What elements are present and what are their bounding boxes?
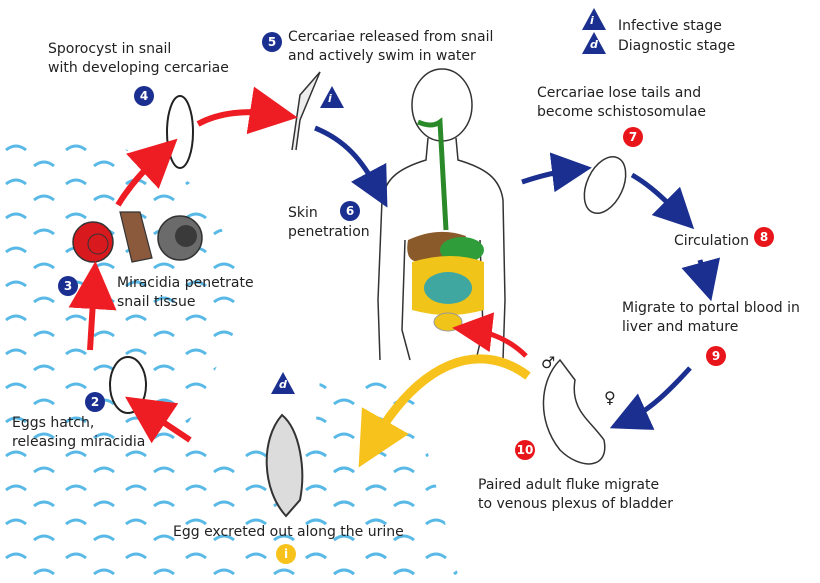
- diagnostic-stage-marker-egg: d: [271, 372, 295, 394]
- step-5-label-line2: and actively swim in water: [288, 48, 476, 64]
- legend-diagnostic-label: Diagnostic stage: [618, 38, 736, 54]
- step-3-badge: 3: [58, 276, 78, 296]
- female-symbol: ♀: [604, 388, 616, 407]
- step-2-label-line2: releasing miracidia: [12, 434, 146, 450]
- step-5-badge: 5: [262, 32, 282, 52]
- step-6-badge: 6: [340, 201, 360, 221]
- step-8-label: Circulation: [674, 233, 749, 249]
- step-2-badge: 2: [85, 392, 105, 412]
- sporocyst-illustration: [166, 95, 194, 169]
- egg-illustration: [265, 413, 304, 518]
- miracidium-illustration: [109, 356, 147, 414]
- step-1-label: Egg excreted out along the urine: [173, 524, 404, 540]
- step-4-label-line1: Sporocyst in snail: [48, 41, 172, 57]
- step-7-badge: 7: [623, 127, 643, 147]
- step-4-label-line2: with developing cercariae: [48, 60, 229, 76]
- step-5-label-line1: Cercariae released from snail: [288, 29, 494, 45]
- step-3-label-line2: snail tissue: [117, 294, 196, 310]
- step-7-label-line2: become schistosomulae: [537, 104, 707, 120]
- diagnostic-stage-symbol: d: [582, 32, 606, 54]
- step-8-badge: 8: [754, 227, 774, 247]
- step-1-badge: i: [276, 544, 296, 564]
- legend-infective-label: Infective stage: [618, 18, 722, 34]
- step-10-label-line1: Paired adult fluke migrate: [478, 477, 660, 493]
- water-waves: [0, 133, 460, 583]
- step-7-label-line1: Cercariae lose tails and: [537, 85, 702, 101]
- step-9-label-line2: liver and mature: [622, 319, 739, 335]
- step-2-label-line1: Eggs hatch,: [12, 415, 95, 431]
- step-4-badge: 4: [134, 86, 154, 106]
- cercaria-illustration: [291, 71, 321, 151]
- step-9-badge: 9: [706, 346, 726, 366]
- male-symbol: ♂: [541, 353, 556, 372]
- step-10-badge: 10: [515, 440, 535, 460]
- step-10-label-line2: to venous plexus of bladder: [478, 496, 673, 512]
- step-6-label-line2: penetration: [288, 224, 370, 240]
- step-6-label-line1: Skin: [288, 205, 318, 221]
- step-9-label-line1: Migrate to portal blood in: [622, 300, 800, 316]
- lifecycle-arrows: [68, 86, 721, 468]
- organs: [407, 117, 484, 332]
- schistosomulum-illustration: [583, 156, 627, 214]
- infective-stage-symbol: i: [582, 8, 606, 30]
- infective-stage-marker-5: i: [320, 86, 344, 108]
- adult-flukes-illustration: [542, 358, 606, 465]
- step-3-label-line1: Miracidia penetrate: [117, 275, 254, 291]
